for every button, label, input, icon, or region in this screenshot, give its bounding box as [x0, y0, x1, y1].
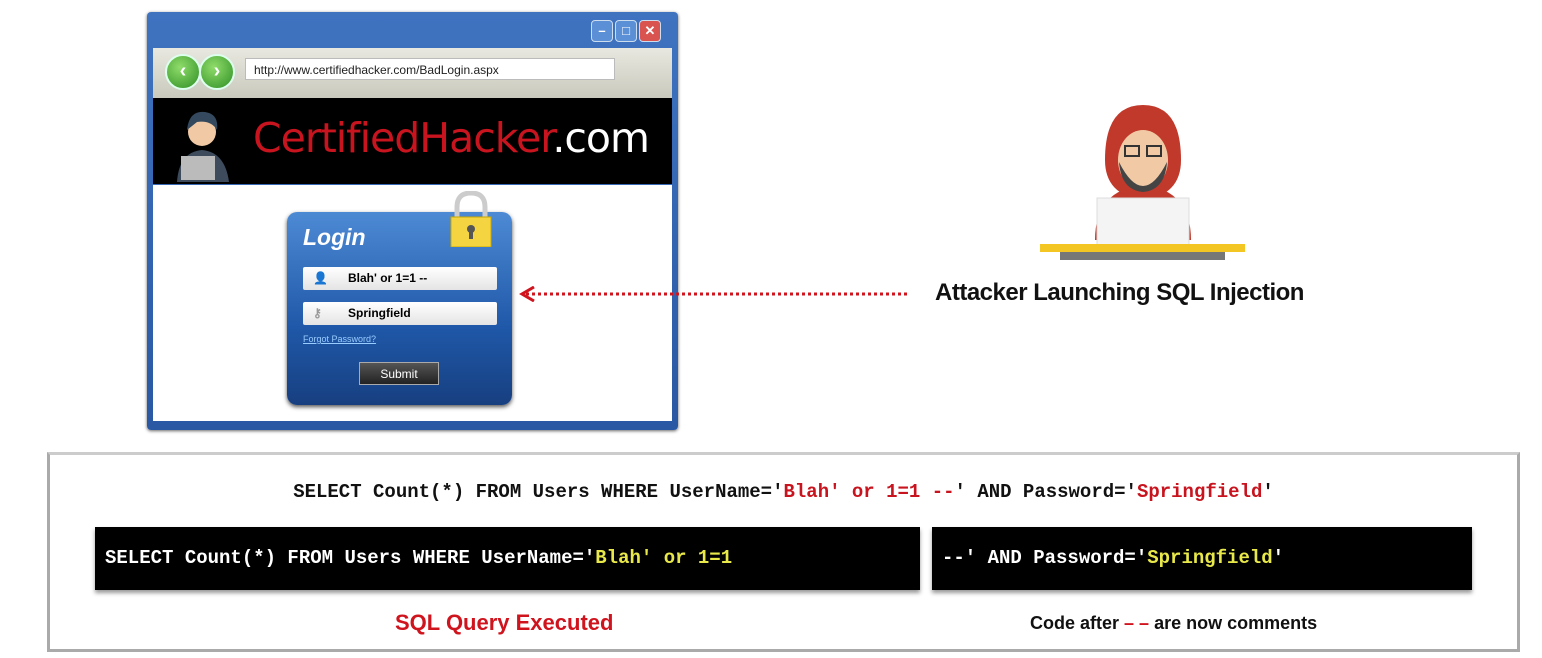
query-password: Springfield — [1147, 547, 1273, 569]
user-icon: 👤 — [313, 271, 328, 285]
forgot-password-link[interactable]: Forgot Password? — [303, 334, 377, 344]
query-injection: Blah' or 1=1 -- — [783, 481, 955, 503]
maximize-button[interactable]: □ — [615, 20, 637, 42]
attack-arrow — [519, 286, 908, 302]
minimize-button[interactable]: – — [591, 20, 613, 42]
logo-main: CertifiedHacker — [253, 114, 553, 162]
logo-suffix: .com — [552, 114, 650, 162]
username-value: Blah' or 1=1 -- — [348, 271, 428, 285]
hacker-avatar-icon — [177, 111, 229, 182]
executed-query-box: SELECT Count(*) FROM Users WHERE UserNam… — [95, 527, 920, 590]
query-part: ' — [1272, 547, 1285, 569]
close-button[interactable]: ✕ — [639, 20, 661, 42]
executed-caption: SQL Query Executed — [395, 610, 614, 635]
commented-query-box: --' AND Password='Springfield' — [932, 527, 1472, 590]
query-part: ' or — [640, 547, 698, 569]
back-button[interactable]: ‹ — [165, 54, 201, 90]
page-content: Login 👤 Blah' or 1=1 -- ⚷ Springfield Forg… — [153, 185, 672, 421]
submit-button[interactable]: Submit — [359, 362, 439, 385]
comment-caption: Code after – – are now comments — [1030, 613, 1317, 634]
lock-icon — [450, 191, 492, 247]
query-part: SELECT Count(*) FROM Users WHERE UserNam… — [293, 481, 784, 503]
attacker-label: Attacker Launching SQL Injection — [935, 279, 1304, 306]
site-banner: CertifiedHacker.com — [153, 98, 672, 184]
query-part: ' — [1262, 481, 1274, 503]
address-bar: ‹ › http://www.certifiedhacker.com/BadLo… — [153, 48, 672, 98]
password-input[interactable]: ⚷ Springfield — [303, 302, 497, 325]
query-part: ' AND Password=' — [954, 481, 1137, 503]
query-username: Blah — [595, 547, 641, 569]
browser-window: – □ ✕ ‹ › http://www.certifiedhacker.com… — [147, 12, 678, 430]
key-icon: ⚷ — [313, 306, 322, 320]
caption-text: Code after — [1030, 613, 1120, 633]
caption-text: are now comments — [1154, 613, 1318, 633]
forward-button[interactable]: › — [199, 54, 235, 90]
login-title: Login — [303, 224, 366, 250]
password-value: Springfield — [348, 306, 411, 320]
query-part: --' AND Password=' — [942, 547, 1148, 569]
site-logo[interactable]: CertifiedHacker.com — [253, 114, 650, 162]
query-panel: SELECT Count(*) FROM Users WHERE UserNam… — [47, 452, 1520, 652]
query-password: Springfield — [1136, 481, 1263, 503]
full-query: SELECT Count(*) FROM Users WHERE UserNam… — [50, 481, 1517, 503]
username-input[interactable]: 👤 Blah' or 1=1 -- — [303, 267, 497, 290]
query-condition: 1=1 — [697, 547, 733, 569]
url-field[interactable]: http://www.certifiedhacker.com/BadLogin.… — [245, 58, 615, 80]
caption-dashes: – – — [1124, 613, 1150, 633]
login-box: Login 👤 Blah' or 1=1 -- ⚷ Springfield Forg… — [287, 212, 512, 405]
query-part: SELECT Count(*) FROM Users WHERE UserNam… — [105, 547, 596, 569]
attacker-icon — [1040, 105, 1245, 260]
